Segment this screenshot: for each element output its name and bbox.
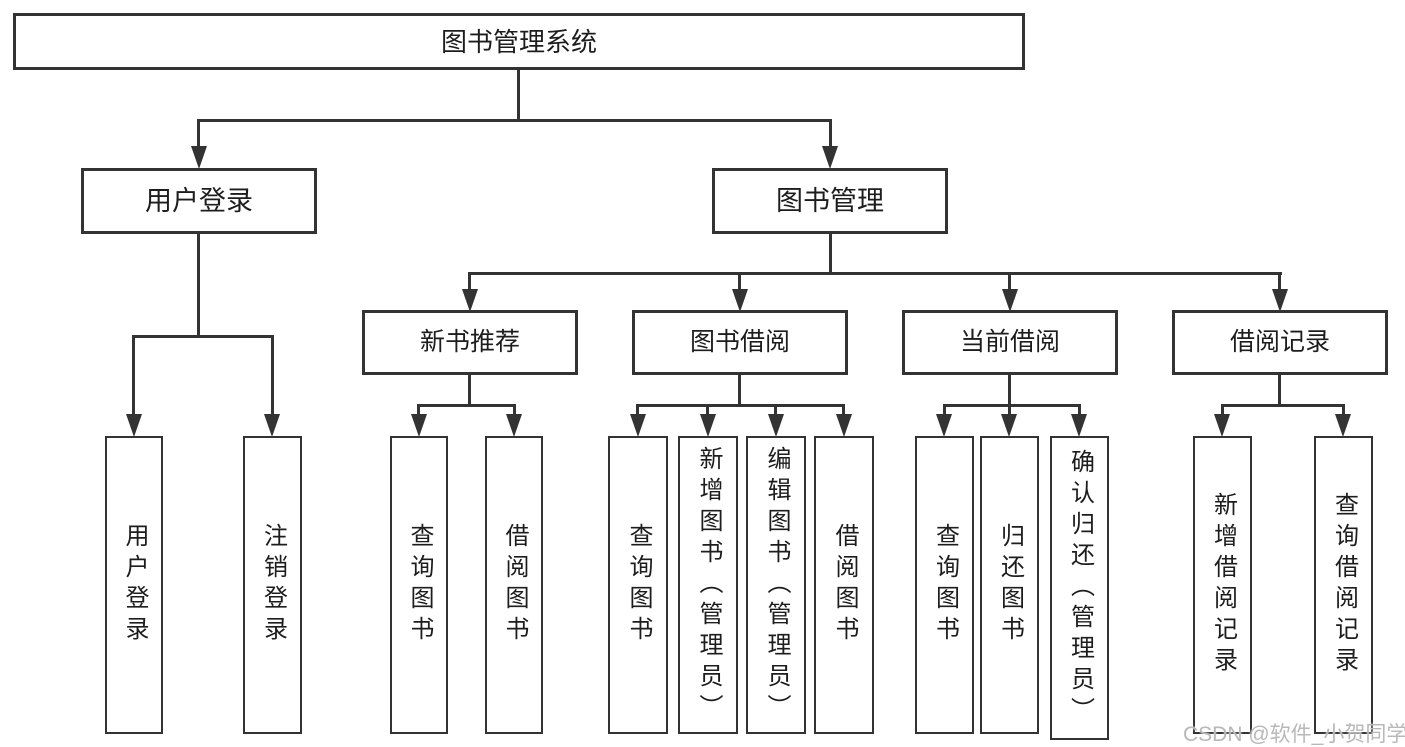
leaf-logout: 注销登录 bbox=[243, 436, 302, 734]
leaf-label: 查询借阅记录 bbox=[1330, 492, 1358, 678]
node-book-management: 图书管理 bbox=[712, 168, 948, 234]
leaf-add-borrow-record: 新增借阅记录 bbox=[1193, 436, 1252, 734]
arrow-head bbox=[1214, 414, 1230, 437]
arrow-head bbox=[936, 414, 952, 437]
connector-line bbox=[132, 335, 135, 416]
arrow-head bbox=[836, 414, 852, 437]
leaf-query-books-newbook: 查询图书 bbox=[390, 436, 448, 734]
connector-line bbox=[1278, 272, 1281, 291]
leaf-borrow-books-borrowing: 借阅图书 bbox=[814, 436, 874, 734]
connector-line bbox=[417, 404, 516, 407]
connector-line bbox=[1008, 404, 1011, 416]
connector-line bbox=[842, 404, 845, 416]
node-label: 用户登录 bbox=[145, 185, 253, 216]
connector-line bbox=[636, 404, 639, 416]
leaf-label: 新增图书（管理员） bbox=[695, 445, 722, 725]
connector-line bbox=[197, 119, 200, 148]
node-label: 借阅记录 bbox=[1229, 328, 1330, 356]
leaf-label: 借阅图书 bbox=[831, 523, 858, 647]
leaf-label: 查询图书 bbox=[931, 523, 959, 647]
leaf-label: 归还图书 bbox=[996, 523, 1024, 647]
leaf-label: 编辑图书（管理员） bbox=[763, 445, 790, 725]
connector-line bbox=[1078, 404, 1081, 416]
node-current-borrowing: 当前借阅 bbox=[902, 310, 1118, 375]
arrow-head bbox=[630, 414, 646, 437]
arrow-head bbox=[1002, 289, 1018, 312]
node-label: 新书推荐 bbox=[419, 328, 520, 356]
node-label: 图书管理 bbox=[776, 185, 884, 216]
leaf-query-books-borrowing: 查询图书 bbox=[608, 436, 668, 734]
connector-line bbox=[468, 272, 471, 291]
connector-line bbox=[517, 70, 520, 122]
connector-line bbox=[513, 404, 516, 416]
node-borrow-records: 借阅记录 bbox=[1172, 310, 1388, 375]
arrow-head bbox=[462, 289, 478, 312]
arrow-head bbox=[732, 289, 748, 312]
leaf-query-borrow-record: 查询借阅记录 bbox=[1314, 436, 1373, 734]
connector-line bbox=[1278, 375, 1281, 406]
arrow-head bbox=[191, 146, 207, 169]
leaf-confirm-return-admin: 确认归还（管理员） bbox=[1050, 436, 1109, 740]
connector-line bbox=[829, 234, 832, 274]
leaf-query-books-current: 查询图书 bbox=[915, 436, 974, 734]
connector-line bbox=[1342, 404, 1345, 416]
arrow-head bbox=[506, 414, 522, 437]
csdn-watermark: CSDN @软件_小贺同学 bbox=[1183, 723, 1405, 746]
connector-line bbox=[197, 234, 200, 338]
connector-line bbox=[738, 272, 741, 291]
connector-line bbox=[1008, 272, 1011, 291]
arrow-head bbox=[822, 146, 838, 169]
arrow-head bbox=[700, 414, 716, 437]
arrow-head bbox=[1335, 414, 1351, 437]
connector-line bbox=[706, 404, 709, 416]
leaf-user-login: 用户登录 bbox=[105, 436, 163, 734]
arrow-head bbox=[1001, 414, 1017, 437]
connector-line bbox=[133, 335, 274, 338]
node-book-borrowing: 图书借阅 bbox=[632, 310, 848, 375]
connector-line bbox=[943, 404, 946, 416]
arrow-head bbox=[1071, 414, 1087, 437]
arrow-head bbox=[768, 414, 784, 437]
leaf-label: 查询图书 bbox=[625, 523, 652, 647]
connector-line bbox=[417, 404, 420, 416]
connector-line bbox=[468, 375, 471, 406]
leaf-label: 借阅图书 bbox=[501, 523, 528, 647]
connector-line bbox=[636, 404, 845, 407]
leaf-label: 确认归还（管理员） bbox=[1066, 448, 1094, 728]
connector-line bbox=[1221, 404, 1345, 407]
node-label: 当前借阅 bbox=[959, 328, 1060, 356]
arrow-head bbox=[126, 414, 142, 437]
leaf-label: 新增借阅记录 bbox=[1209, 492, 1237, 678]
connector-line bbox=[829, 119, 832, 148]
node-label: 图书管理系统 bbox=[440, 26, 597, 57]
leaf-edit-books-admin: 编辑图书（管理员） bbox=[746, 436, 806, 734]
connector-line bbox=[469, 272, 1282, 275]
node-label: 图书借阅 bbox=[689, 328, 790, 356]
connector-line bbox=[198, 119, 832, 122]
node-new-book-recommendation: 新书推荐 bbox=[362, 310, 578, 375]
connector-line bbox=[1008, 375, 1011, 406]
arrow-head bbox=[411, 414, 427, 437]
leaf-label: 用户登录 bbox=[121, 523, 148, 647]
node-library-management-system: 图书管理系统 bbox=[13, 13, 1025, 70]
connector-line bbox=[271, 335, 274, 416]
connector-line bbox=[738, 375, 741, 406]
node-user-login: 用户登录 bbox=[81, 168, 317, 234]
arrow-head bbox=[1272, 289, 1288, 312]
leaf-borrow-books-newbook: 借阅图书 bbox=[485, 436, 543, 734]
leaf-add-books-admin: 新增图书（管理员） bbox=[678, 436, 738, 734]
leaf-return-books: 归还图书 bbox=[980, 436, 1039, 734]
leaf-label: 注销登录 bbox=[259, 523, 287, 647]
leaf-label: 查询图书 bbox=[406, 523, 433, 647]
connector-line bbox=[1221, 404, 1224, 416]
connector-line bbox=[943, 404, 1081, 407]
arrow-head bbox=[264, 414, 280, 437]
connector-line bbox=[774, 404, 777, 416]
